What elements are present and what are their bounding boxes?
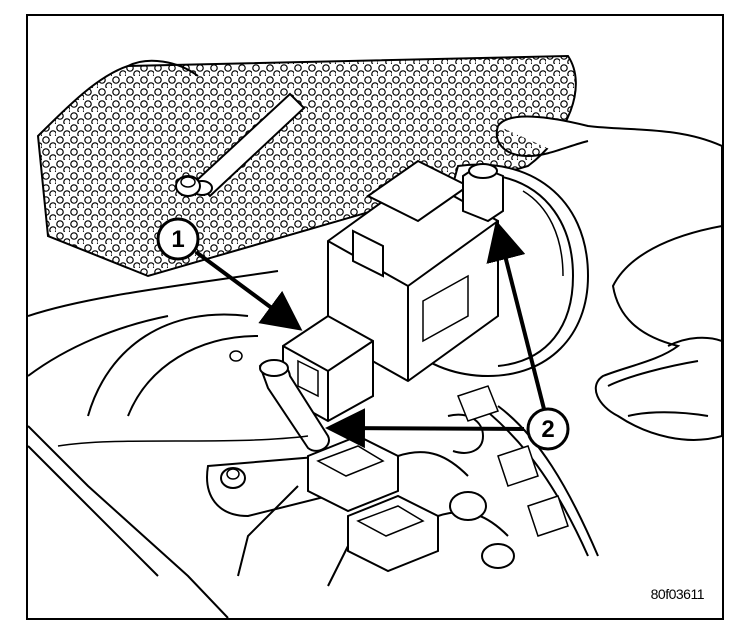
mounting-bracket [206,454,329,518]
vacuum-hose [258,359,330,452]
vacuum-port [462,163,504,223]
figure-id: 80f03611 [650,586,705,602]
engine-bay [28,270,599,618]
technical-illustration: 1 2 [28,54,722,618]
electrical-connector [282,314,374,423]
wire-connectors [237,385,569,587]
bolt-icon [175,175,201,197]
sensor-housing [327,159,499,383]
diagram-frame: 1 2 80f03611 [26,14,724,620]
callout-1-label: 1 [171,226,184,253]
callout-2: 2 [526,407,570,451]
leader-arrows [194,220,546,449]
callout-2-label: 2 [541,416,554,443]
callout-1: 1 [156,217,200,261]
hand [495,115,722,441]
